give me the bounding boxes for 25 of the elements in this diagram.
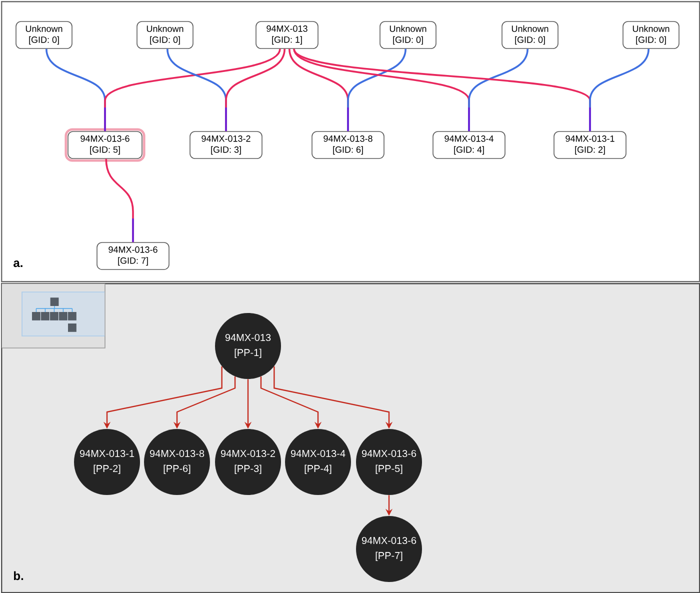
circle-node: 94MX-013-6 [PP-5] — [356, 429, 422, 495]
label-box: Unknown [GID: 0] — [136, 21, 194, 49]
merge-line — [589, 108, 591, 132]
circle-node: 94MX-013-4 [PP-4] — [285, 429, 351, 495]
label-box: Unknown [GID: 0] — [380, 21, 436, 49]
label-box: 94MX-013-1 [GID: 2] — [554, 131, 626, 159]
merge-line — [468, 108, 470, 132]
label-box: Unknown [GID: 0] — [622, 21, 680, 49]
circle-node: 94MX-013-8 [PP-6] — [144, 429, 210, 495]
label-box: 94MX-013-4 [GID: 4] — [432, 131, 506, 159]
circle-node: 94MX-013-2 [PP-3] — [215, 429, 281, 495]
merge-line — [225, 108, 227, 132]
label-box: Unknown [GID: 0] — [502, 21, 558, 49]
label-box: 94MX-013-2 [GID: 3] — [190, 131, 262, 159]
label-box: 94MX-013 [GID: 1] — [256, 21, 318, 49]
merge-line — [132, 218, 134, 242]
merge-line — [104, 108, 106, 132]
circle-node: 94MX-013-1 [PP-2] — [74, 429, 140, 495]
merge-line — [347, 108, 349, 132]
circle-node: 94MX-013 [PP-1] — [215, 313, 281, 379]
label-box: Unknown [GID: 0] — [16, 21, 72, 49]
label-box: 94MX-013-8 [GID: 6] — [312, 131, 384, 159]
circle-node: 94MX-013-6 [PP-7] — [356, 516, 422, 582]
label-box: 94MX-013-6 [GID: 5] — [64, 128, 146, 162]
label-box: 94MX-013-6 [GID: 7] — [96, 242, 170, 270]
